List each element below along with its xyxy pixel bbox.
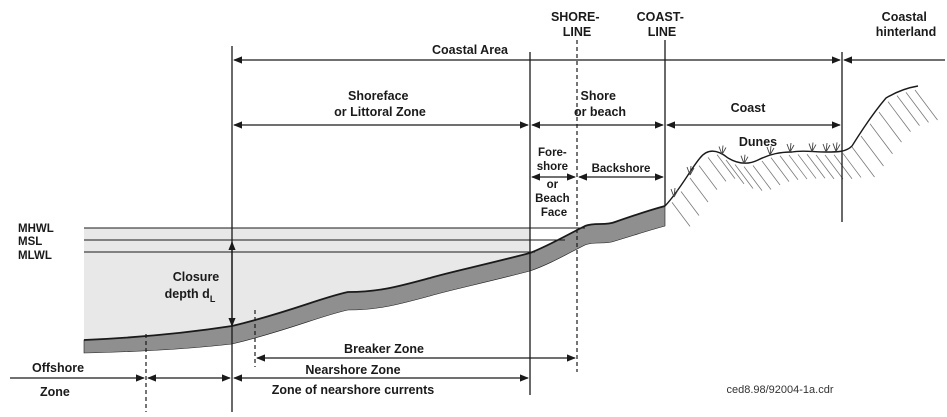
shoreface-label: Shoreface or Littoral Zone — [334, 89, 426, 119]
mlwl-label: MLWL — [18, 250, 52, 262]
hatch-stroke — [824, 154, 844, 180]
land-hatching — [671, 89, 938, 227]
grass-tuft — [808, 142, 817, 152]
mhwl-label: MHWL — [18, 223, 54, 235]
coast-profile — [664, 85, 919, 207]
hatch-stroke — [716, 154, 736, 179]
dune-grass — [670, 142, 841, 198]
grass-tuft — [786, 142, 795, 153]
hatch-stroke — [788, 154, 808, 180]
hatch-stroke — [887, 101, 911, 132]
grass-tuft — [718, 145, 727, 155]
hatch-stroke — [761, 160, 781, 186]
hatch-stroke — [896, 95, 920, 126]
offshore-label: Offshore — [32, 361, 84, 375]
hatch-stroke — [878, 111, 902, 143]
closure-depth-label-line1: Closure — [173, 270, 220, 284]
hatch-stroke — [698, 165, 718, 190]
foreshore-label: Fore- shore or Beach Face — [535, 147, 573, 219]
hatch-stroke — [734, 164, 754, 189]
hatch-stroke — [797, 154, 817, 179]
coastal-area-label: Coastal Area — [432, 43, 509, 57]
hatch-stroke — [752, 165, 772, 190]
hatch-stroke — [671, 202, 691, 227]
water-area — [84, 228, 530, 340]
shoreline-label: SHORE- LINE — [551, 10, 603, 39]
nearshore-zone-label: Nearshore Zone — [305, 363, 400, 377]
hatch-stroke — [869, 123, 893, 155]
closure-depth-label-line2: depth dL — [165, 287, 216, 304]
grass-tuft — [832, 142, 841, 152]
hatch-stroke — [689, 177, 709, 203]
hatch-stroke — [707, 157, 727, 182]
hatch-stroke — [743, 166, 763, 191]
coastline-label: COAST- LINE — [637, 10, 688, 39]
grass-tuft — [740, 154, 749, 164]
hatch-stroke — [680, 191, 700, 216]
hatch-stroke — [842, 153, 862, 178]
shore-beach-label: Shore or beach — [574, 89, 626, 119]
backshore-label: Backshore — [592, 163, 651, 175]
grass-tuft — [766, 145, 775, 156]
hatch-stroke — [725, 159, 745, 185]
coastal-hinterland-label: Coastal hinterland — [876, 10, 936, 39]
hatch-stroke — [851, 146, 875, 178]
msl-label: MSL — [18, 236, 42, 248]
hatch-stroke — [815, 154, 835, 180]
breaker-zone-label: Breaker Zone — [344, 342, 424, 356]
hatch-stroke — [860, 135, 884, 167]
hatch-stroke — [806, 153, 826, 179]
grass-tuft — [822, 142, 831, 153]
hatch-stroke — [779, 155, 799, 180]
dunes-label: Dunes — [739, 135, 777, 149]
nearshore-currents-label: Zone of nearshore currents — [272, 383, 435, 397]
coast-label: Coast — [731, 101, 767, 115]
hatch-stroke — [770, 157, 790, 182]
grass-tuft — [686, 165, 695, 176]
hatch-stroke — [833, 154, 853, 179]
hatch-stroke — [914, 89, 938, 121]
grass-tuft — [670, 187, 679, 198]
file-credit: ced8.98/92004-1a.cdr — [726, 384, 833, 396]
hatch-stroke — [905, 92, 929, 123]
offshore-zone-label: Zone — [40, 385, 70, 399]
